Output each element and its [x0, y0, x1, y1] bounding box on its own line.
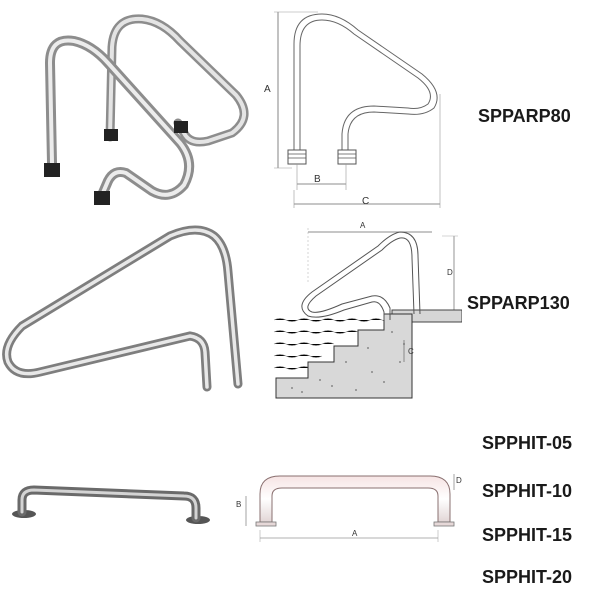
product-code-spphit-10: SPPHIT-10 [482, 481, 573, 501]
dim-label-a: A [352, 529, 358, 538]
dim-label-b: B [236, 500, 242, 509]
product-code-spparp130: SPPARP130 [467, 293, 570, 313]
product-code-spparp80: SPPARP80 [478, 106, 571, 126]
ladder-rail-dimension-drawing: A B C [262, 4, 447, 210]
pool-stairs-dimension-drawing: A D C [272, 221, 463, 400]
pool-handrail-photo [0, 222, 255, 397]
grab-bar-photo [6, 478, 216, 528]
dim-label-c: C [408, 347, 414, 356]
dim-label-d: D [447, 268, 453, 277]
product-code-spphit-15: SPPHIT-15 [482, 525, 573, 545]
dim-label-c: C [362, 196, 370, 207]
grab-bar-dimension-drawing: D B A [232, 466, 467, 546]
dim-label-b: B [314, 174, 321, 185]
product-code-spphit-05: SPPHIT-05 [482, 433, 573, 453]
dim-label-d: D [456, 476, 462, 485]
dim-label-a: A [264, 84, 271, 95]
ladder-rail-photo [30, 5, 260, 210]
product-code-spphit-20: SPPHIT-20 [482, 567, 573, 587]
dim-label-a: A [360, 221, 366, 230]
